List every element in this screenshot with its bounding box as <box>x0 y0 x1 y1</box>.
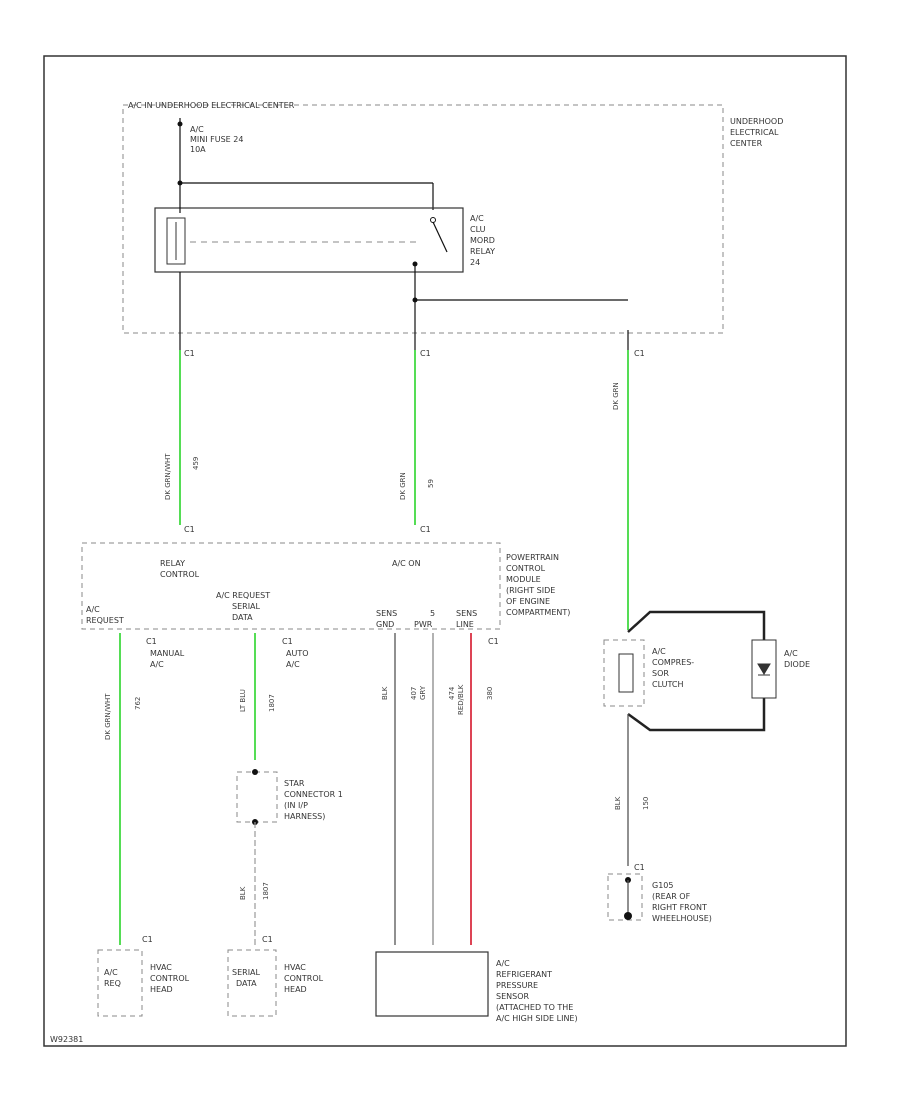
pin-label: C1 <box>488 637 499 646</box>
pin-label: C1 <box>262 935 273 944</box>
wire-label: BLK <box>239 886 247 900</box>
wire-label: LT BLU <box>239 689 247 712</box>
pcm-serial: A/C REQUEST SERIAL DATA <box>216 591 273 622</box>
diode-icon <box>757 663 771 676</box>
fuse-icon <box>177 121 183 127</box>
compressor-clutch-box <box>603 639 645 707</box>
underhood-center-box <box>122 104 724 334</box>
pin-label: C1 <box>634 349 645 358</box>
relay-coil-icon <box>166 217 186 265</box>
compressor-clutch-label: A/C COMPRES- SOR CLUTCH <box>652 647 697 689</box>
block-title: A/C IN UNDERHOOD ELECTRICAL CENTER <box>128 101 295 110</box>
pcm-ac-request: A/C REQUEST <box>86 605 124 625</box>
hvac-head-1-label: HVAC CONTROL HEAD <box>150 963 192 994</box>
manual-ac-label: MANUAL A/C <box>150 649 187 669</box>
pcm-label: POWERTRAIN CONTROL MODULE (RIGHT SIDE OF… <box>506 553 570 617</box>
ground-icon <box>624 912 632 920</box>
relay-switch-icon <box>432 221 448 253</box>
pressure-sensor-box <box>375 951 489 1017</box>
hvac-head-2-label: HVAC CONTROL HEAD <box>284 963 326 994</box>
diagram-frame <box>43 55 847 1047</box>
diode-box <box>751 639 777 699</box>
wire-label: BLK <box>381 686 389 700</box>
wire-label: 1807 <box>268 694 276 712</box>
star-connector-label: STAR CONNECTOR 1 (IN I/P HARNESS) <box>284 779 345 821</box>
wire-label: RED/BLK <box>457 684 465 715</box>
pin-label: C1 <box>146 637 157 646</box>
relay-box <box>154 207 464 273</box>
pin-label: C1 <box>282 637 293 646</box>
wire-label: DK GRN <box>399 472 407 500</box>
wire-label: 380 <box>486 687 494 700</box>
pin-label: C1 <box>184 349 195 358</box>
clutch-diode-loop <box>627 610 766 732</box>
underhood-label: UNDERHOOD ELECTRICAL CENTER <box>730 117 786 148</box>
pin-label: C1 <box>634 863 645 872</box>
wire-label: BLK <box>614 796 622 810</box>
hvac-control-head-2 <box>227 949 277 1017</box>
wire-label: 407 <box>410 687 418 700</box>
wire-label: 59 <box>427 479 435 488</box>
splice-icon <box>252 769 258 775</box>
pcm-relay-control: RELAY CONTROL <box>160 559 200 579</box>
pcm-ac-on: A/C ON <box>392 559 421 568</box>
pin-label: C1 <box>420 349 431 358</box>
wire-label: 762 <box>134 697 142 710</box>
auto-ac-label: AUTO A/C <box>286 649 311 669</box>
diode-label: A/C DIODE <box>784 649 810 669</box>
pcm-sensor-pins: SENS 5 SENS <box>376 609 477 618</box>
hvac-control-head-1 <box>97 949 143 1017</box>
ground-box <box>607 873 643 921</box>
wire-label: 1807 <box>262 882 270 900</box>
pin-label: C1 <box>420 525 431 534</box>
wire-label: DK GRN/WHT <box>104 693 112 740</box>
wire-label: DK GRN <box>612 382 620 410</box>
relay-label: A/C CLU MORD RELAY 24 <box>470 214 498 267</box>
pcm-sensor-pins: GND PWR LINE <box>376 620 474 629</box>
pcm-box <box>81 542 501 630</box>
pin-label: C1 <box>184 525 195 534</box>
fuse-label: A/C MINI FUSE 24 10A <box>190 125 246 154</box>
wire-label: DK GRN/WHT <box>164 453 172 500</box>
ground-label: G105 (REAR OF RIGHT FRONT WHEELHOUSE) <box>652 881 712 923</box>
diagram-code: W92381 <box>50 1035 83 1044</box>
hvac-head-2-pin: SERIAL DATA <box>232 968 263 988</box>
wire-label: 474 <box>448 686 456 700</box>
star-connector <box>236 771 278 823</box>
wire-label: 150 <box>642 797 650 810</box>
clutch-coil-icon <box>618 653 634 693</box>
pin-label: C1 <box>142 935 153 944</box>
wire-label: 459 <box>192 457 200 470</box>
wire-label: GRY <box>419 685 427 700</box>
hvac-head-1-pin: A/C REQ <box>104 968 121 988</box>
pressure-sensor-label: A/C REFRIGERANT PRESSURE SENSOR (ATTACHE… <box>496 959 578 1023</box>
